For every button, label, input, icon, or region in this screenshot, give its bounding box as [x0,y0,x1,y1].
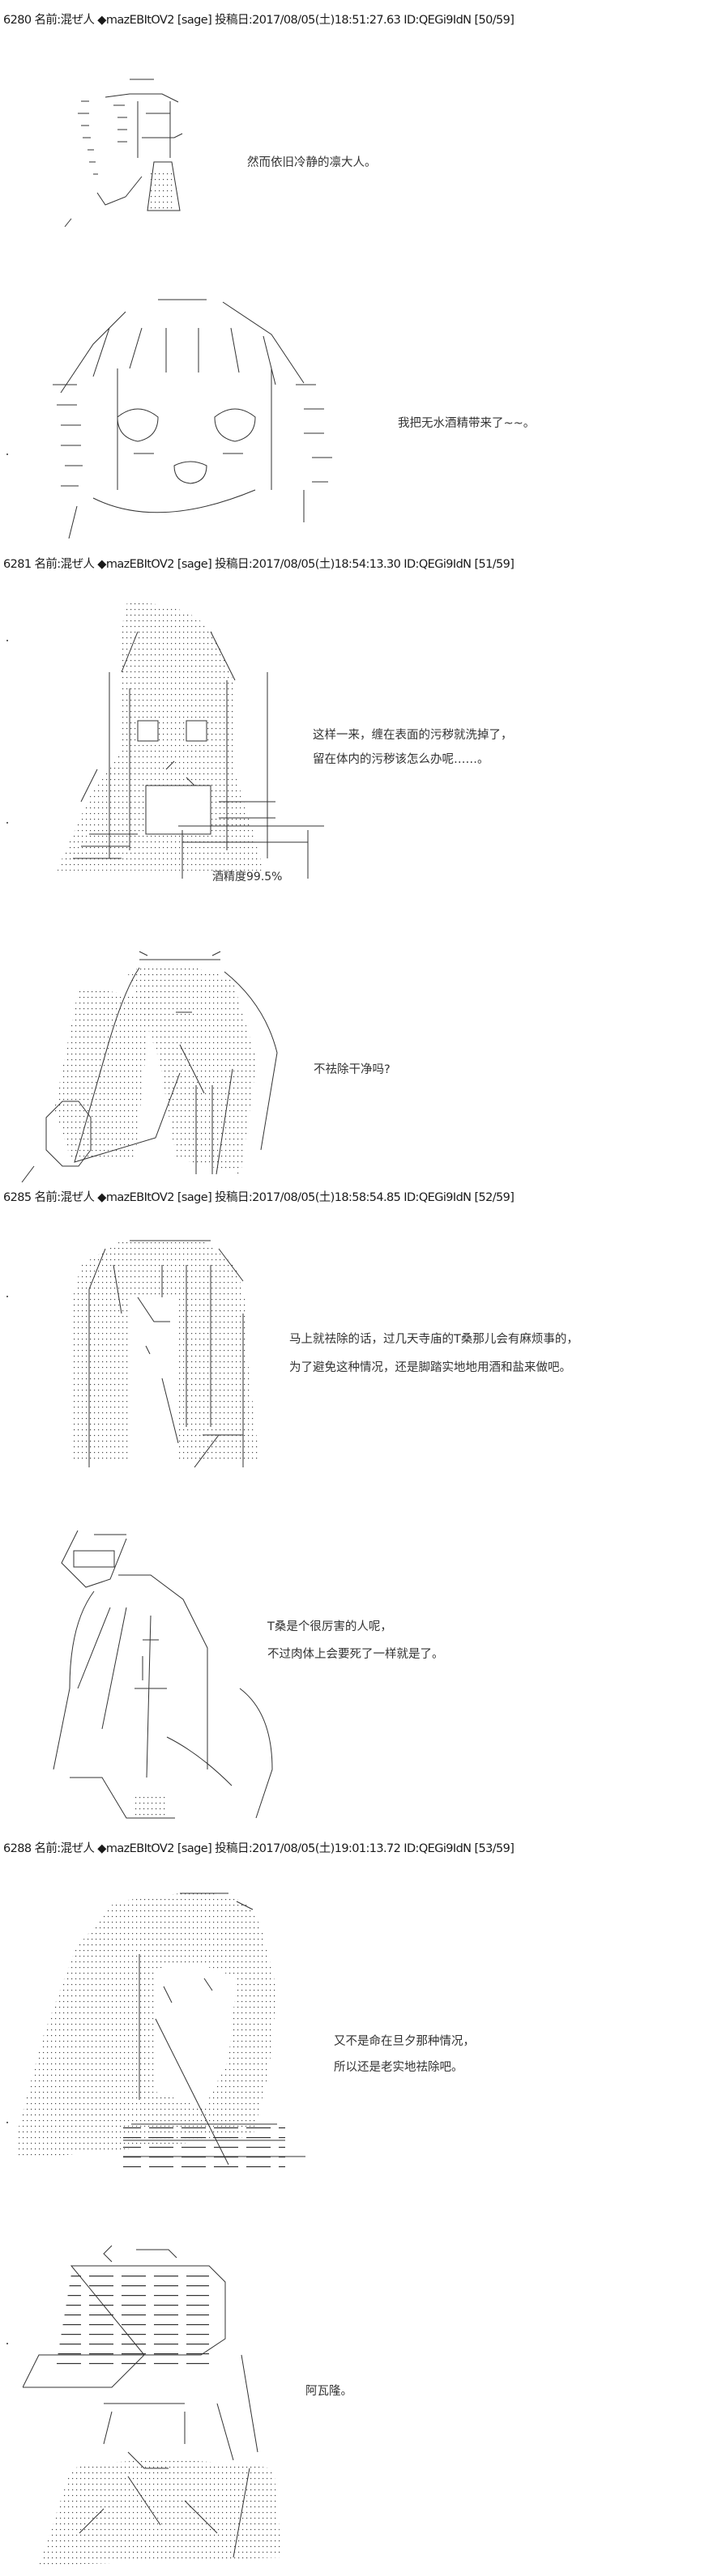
dialogue-line: 我把无水酒精带来了~~。 [398,417,536,430]
bottle-label: 酒精度99.5% [212,871,283,884]
margin-dot [6,1296,8,1297]
dialogue-line: 留在体内的污秽该怎么办呢……。 [313,753,489,766]
ascii-art-holding-bottle: 酒精度99.5% [32,599,324,884]
dialogue-line: 这样一来，缠在表面的污秽就洗掉了， [313,729,513,742]
post-header-6280: 6280 名前:混ぜ人 ◆mazEBItOV2 [sage] 投稿日:2017/… [3,14,514,27]
margin-dot [6,453,8,455]
post-header-6285: 6285 名前:混ぜ人 ◆mazEBItOV2 [sage] 投稿日:2017/… [3,1191,514,1204]
dialogue-line: 马上就祛除的话，过几天寺庙的T桑那儿会有麻烦事的， [289,1333,579,1346]
dialogue-line: 不过肉体上会要死了一样就是了。 [267,1648,444,1661]
margin-dot [6,822,8,824]
dialogue-line: 然而依旧冷静的凛大人。 [247,156,377,169]
margin-dot [6,640,8,641]
margin-dot [6,2122,8,2123]
dialogue-line: 又不是命在旦夕那种情况， [334,2035,475,2048]
ascii-art-bowing-girl [45,1526,292,1828]
ascii-art-side-face-girl [18,1889,305,2178]
dialogue-line: 所以还是老实地祛除吧。 [334,2061,463,2074]
margin-dot [6,2343,8,2344]
ascii-art-standing-girl [14,947,285,1182]
dialogue-line: 为了避免这种情况，还是脚踏实地地用酒和盐来做吧。 [289,1361,571,1374]
dialogue-line: T桑是个很厉害的人呢， [267,1620,392,1633]
dialogue-line: 不祛除干净吗? [314,1063,391,1076]
ascii-art-hat-girl [23,2242,286,2567]
dialogue-line: 阿瓦隆。 [305,2385,352,2398]
ascii-art-rin-small [49,73,215,235]
ascii-art-long-hair-girl [57,1233,292,1467]
post-header-6288: 6288 名前:混ぜ人 ◆mazEBItOV2 [sage] 投稿日:2017/… [3,1842,514,1855]
post-header-6281: 6281 名前:混ぜ人 ◆mazEBItOV2 [sage] 投稿日:2017/… [3,558,514,571]
ascii-art-face [36,296,361,539]
